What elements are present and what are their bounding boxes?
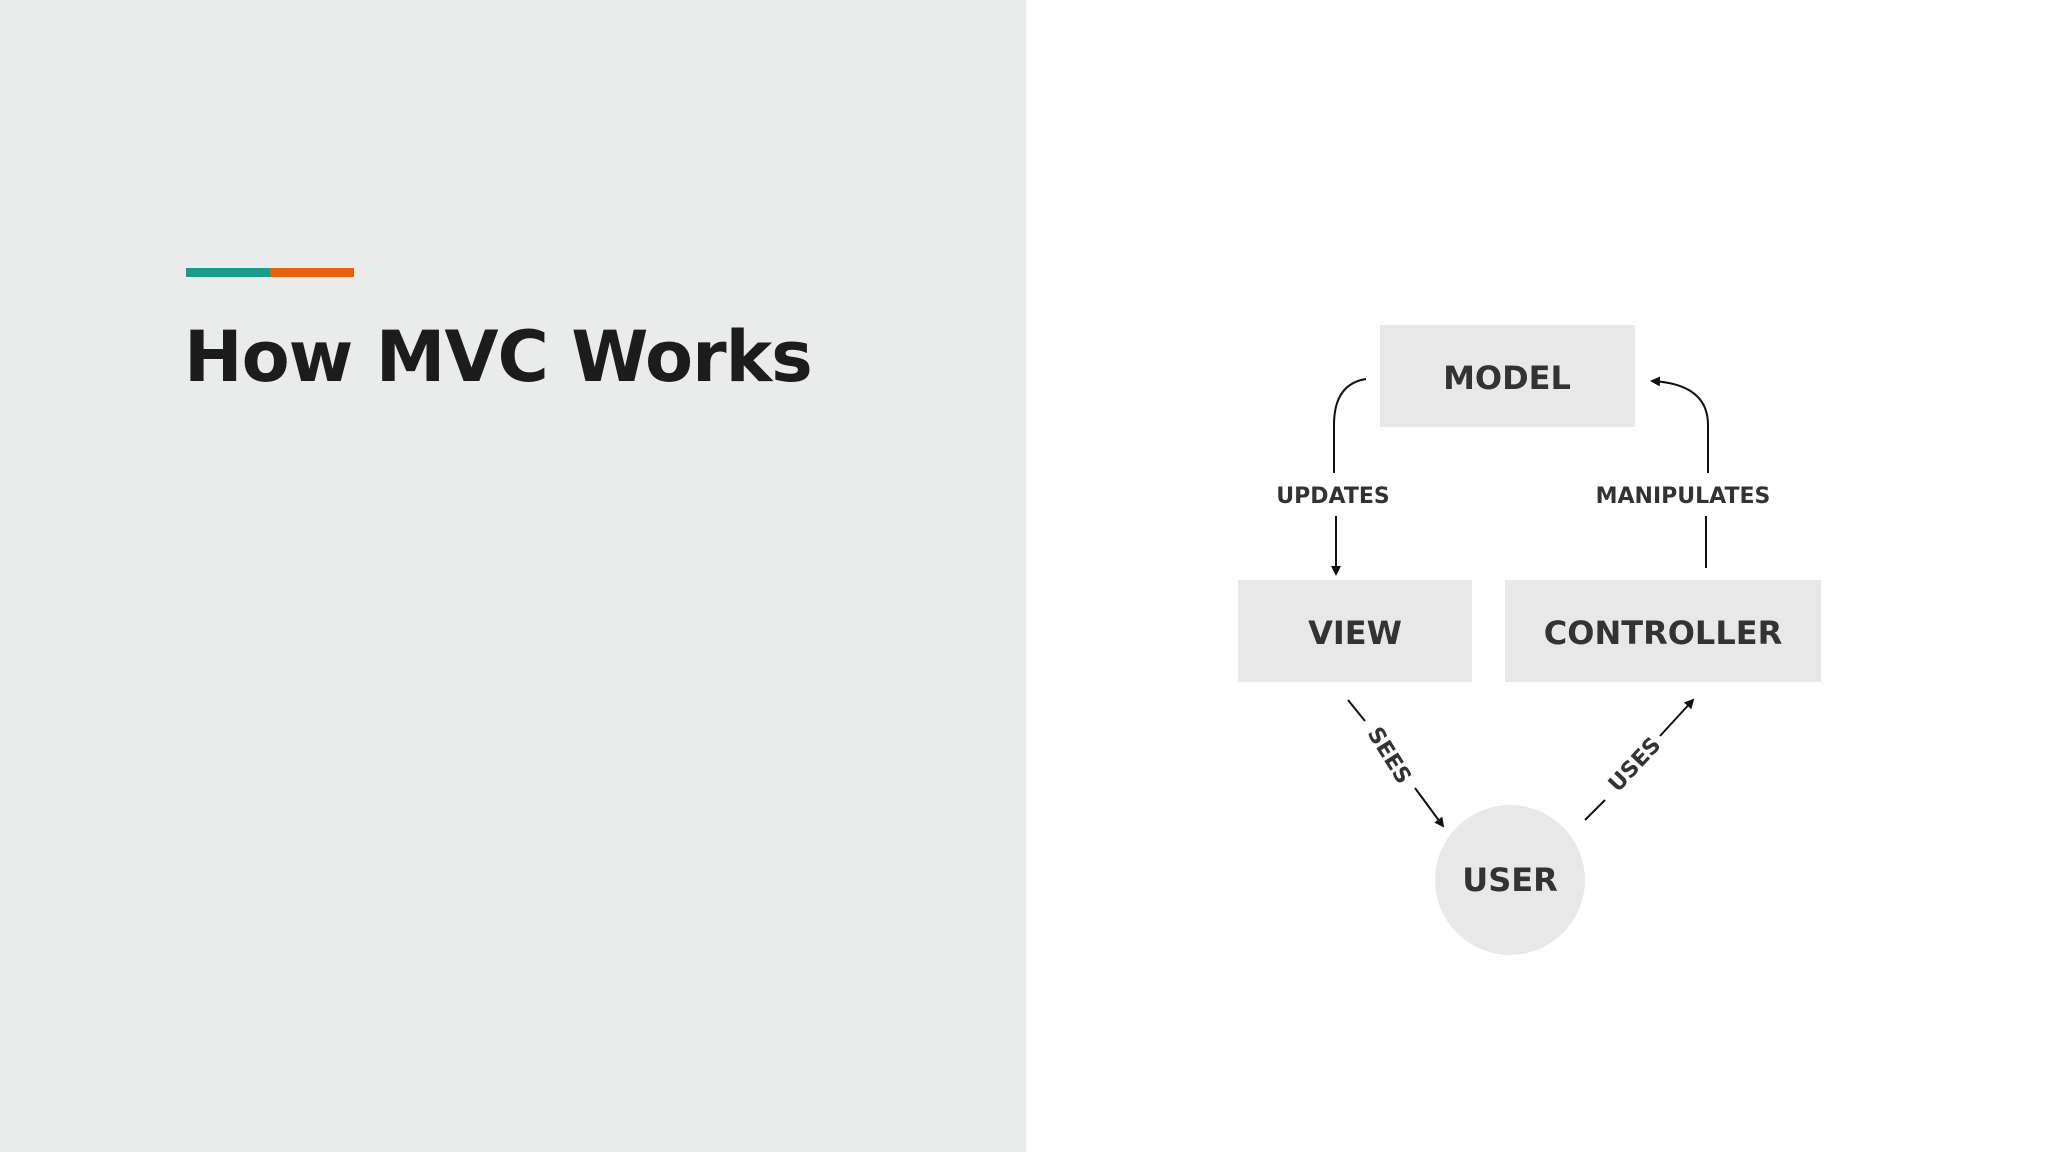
- model-box: [1380, 325, 1635, 427]
- sees-edge-upper: [1347, 699, 1366, 722]
- manipulates-label: MANIPULATES: [1596, 484, 1771, 509]
- accent-bar-orange: [270, 268, 354, 277]
- user-circle: [1435, 805, 1585, 955]
- sees-edge-lower: [1414, 787, 1445, 828]
- sees-label: SEES: [1362, 723, 1416, 789]
- accent-bar: [186, 268, 354, 277]
- manipulates-edge-upper: [1650, 376, 1709, 473]
- page-title: How MVC Works: [184, 316, 813, 398]
- uses-edge-lower: [1584, 799, 1606, 821]
- left-panel: [0, 0, 1026, 1152]
- view-node: VIEW: [1238, 580, 1472, 682]
- updates-label: UPDATES: [1276, 484, 1389, 509]
- view-label: VIEW: [1308, 614, 1402, 652]
- model-node: MODEL: [1380, 325, 1635, 427]
- user-label: USER: [1462, 861, 1558, 899]
- model-label: MODEL: [1443, 359, 1571, 397]
- view-box: [1238, 580, 1472, 682]
- uses-edge-upper: [1659, 698, 1695, 737]
- controller-box: [1505, 580, 1821, 682]
- uses-label: USES: [1604, 733, 1666, 797]
- user-node: USER: [1435, 805, 1585, 955]
- controller-node: CONTROLLER: [1505, 580, 1821, 682]
- updates-edge-upper: [1333, 378, 1367, 473]
- accent-bar-teal: [186, 268, 270, 277]
- mvc-diagram: MODEL VIEW CONTROLLER USER UPDATES MANIP…: [1238, 325, 1821, 955]
- controller-label: CONTROLLER: [1544, 614, 1782, 652]
